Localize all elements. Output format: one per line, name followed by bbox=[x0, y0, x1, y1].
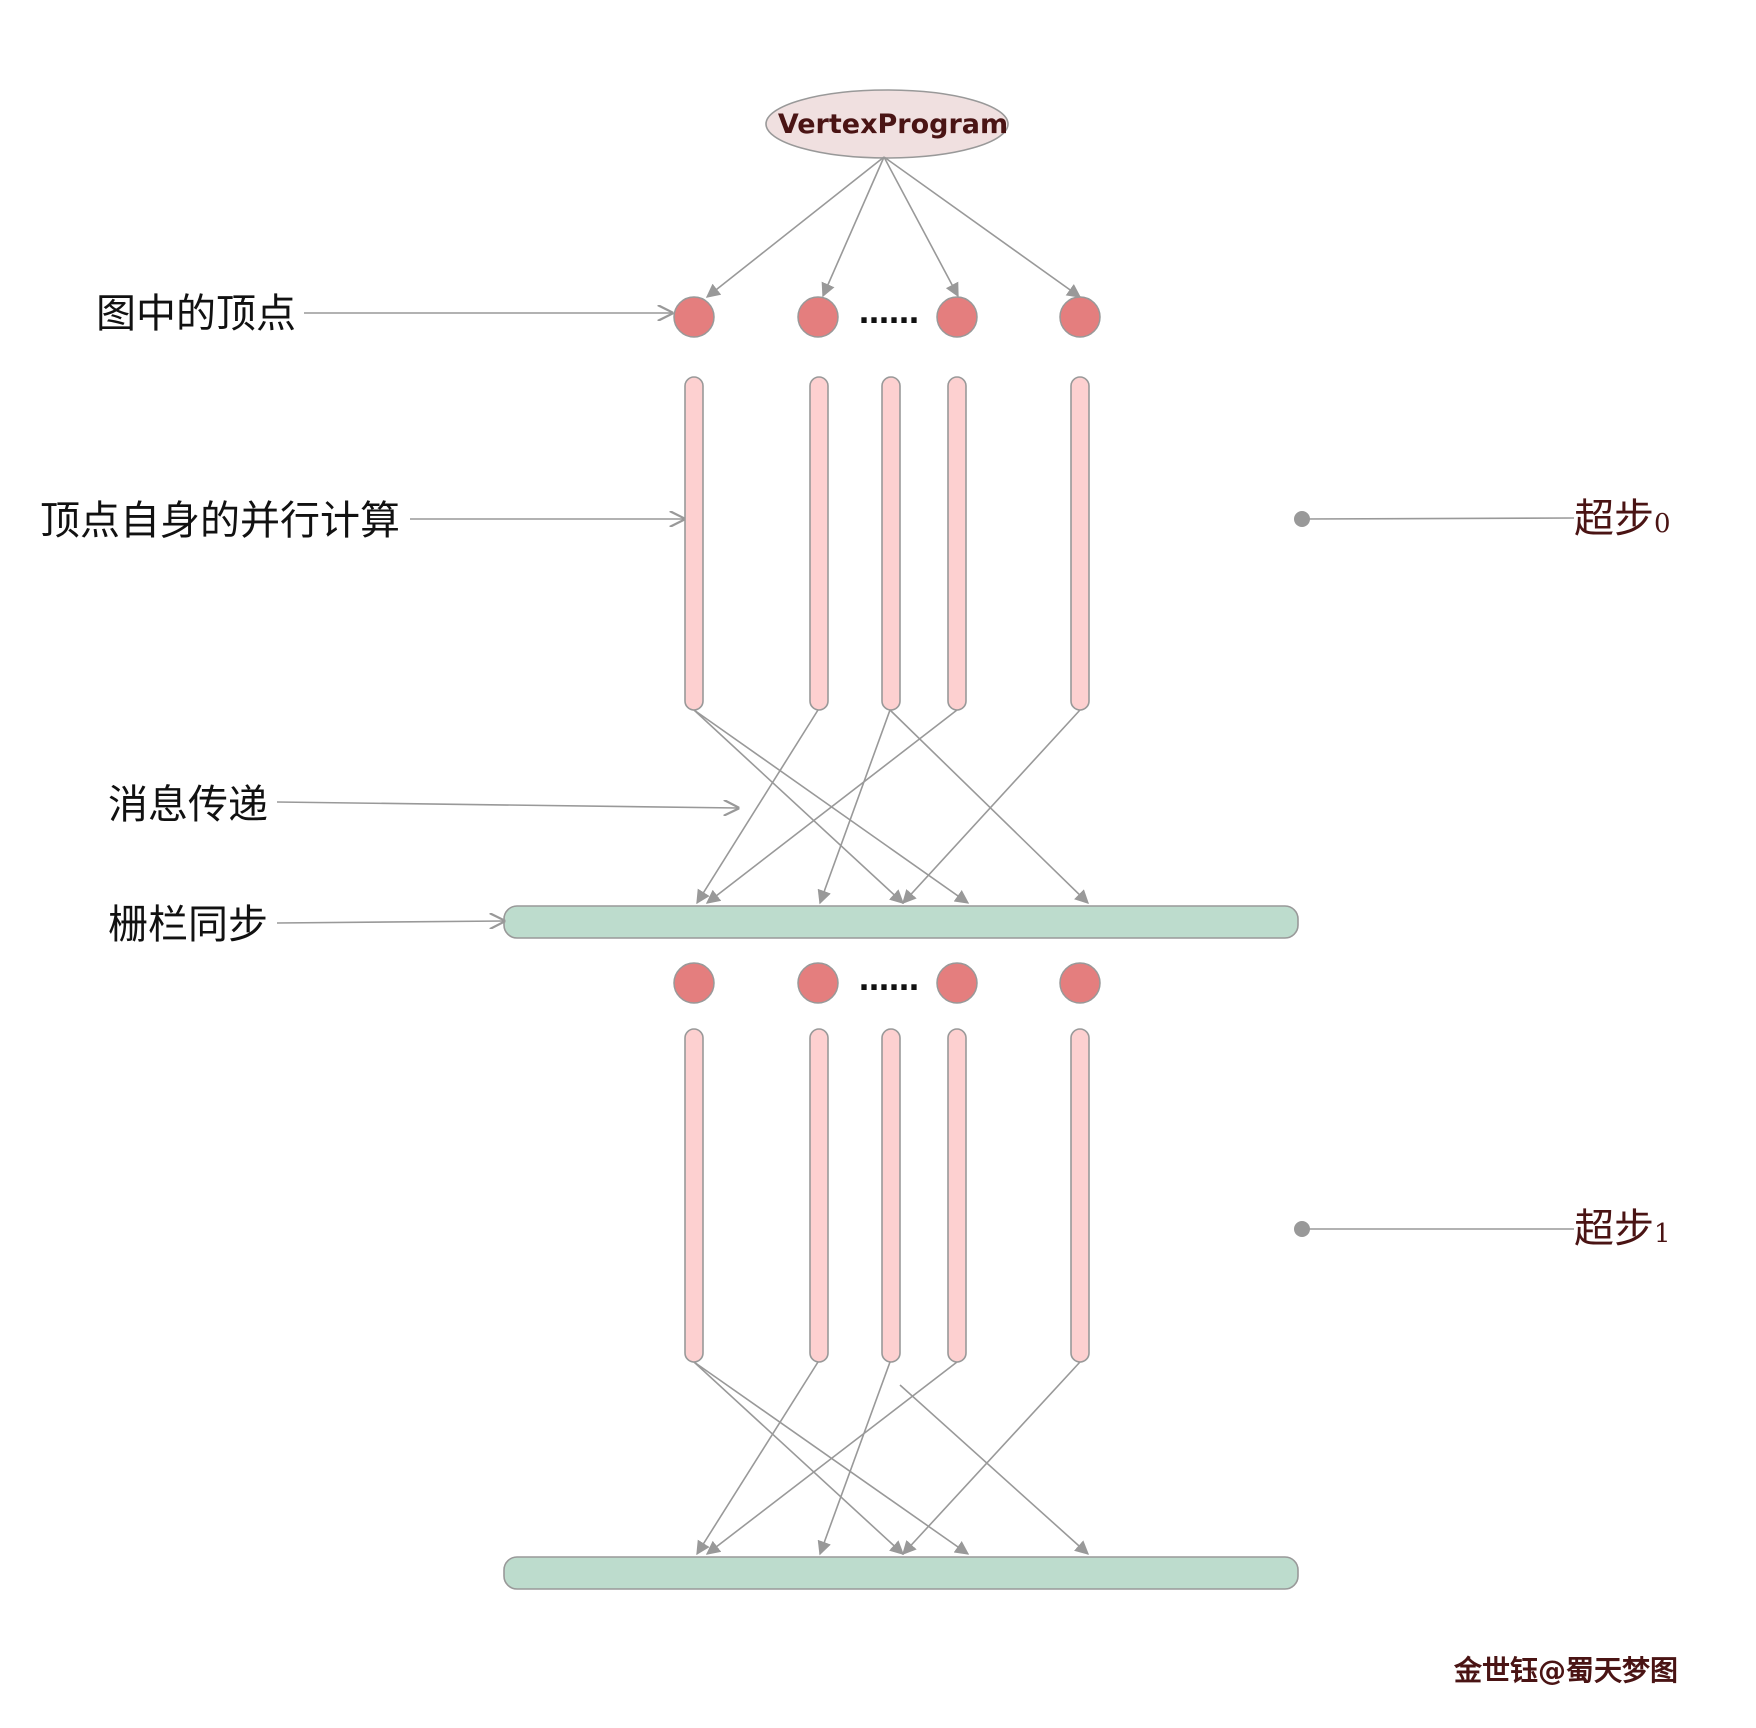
vertex-node bbox=[1059, 962, 1101, 1004]
vertex-node bbox=[797, 962, 839, 1004]
message-arrow bbox=[693, 709, 905, 904]
program-arrow bbox=[821, 156, 885, 298]
barrier-bar bbox=[503, 1556, 1299, 1590]
message-arrow bbox=[696, 709, 819, 905]
program-arrow bbox=[883, 156, 1082, 298]
superstep-0-label: 超步0 bbox=[1574, 496, 1671, 542]
vertex-program-node bbox=[765, 89, 1009, 159]
message-arrow bbox=[902, 709, 1081, 905]
label-message-passing: 消息传递 bbox=[108, 782, 268, 828]
vertex-ellipsis: …… bbox=[859, 963, 919, 998]
compute-bar bbox=[947, 1028, 967, 1363]
message-arrow bbox=[693, 1361, 905, 1555]
barrier-bar bbox=[503, 905, 1299, 939]
vertex-node bbox=[673, 962, 715, 1004]
message-arrow bbox=[817, 709, 891, 905]
message-arrow bbox=[705, 1361, 958, 1555]
program-arrow bbox=[705, 156, 885, 298]
compute-bar bbox=[684, 376, 704, 711]
compute-bar bbox=[881, 376, 901, 711]
compute-bar bbox=[809, 1028, 829, 1363]
message-arrow bbox=[902, 1361, 1081, 1556]
vertex-node bbox=[936, 962, 978, 1004]
message-arrow bbox=[696, 1361, 819, 1556]
compute-bar bbox=[809, 376, 829, 711]
annotation-arrow bbox=[276, 921, 504, 923]
message-arrow bbox=[899, 1384, 1090, 1555]
message-arrow bbox=[705, 709, 958, 904]
message-arrow bbox=[889, 709, 1090, 904]
compute-bar bbox=[947, 376, 967, 711]
vertex-node bbox=[936, 296, 978, 338]
superstep-1-label: 超步1 bbox=[1574, 1206, 1671, 1252]
label-vertices: 图中的顶点 bbox=[96, 291, 296, 337]
superstep-number: 0 bbox=[1654, 509, 1671, 539]
superstep-connector bbox=[1301, 517, 1575, 520]
program-arrow bbox=[883, 156, 959, 298]
superstep-word: 超步 bbox=[1574, 1206, 1654, 1252]
vertex-program-label: VertexProgram bbox=[778, 109, 1008, 140]
vertex-node bbox=[1059, 296, 1101, 338]
vertex-node bbox=[797, 296, 839, 338]
compute-bar bbox=[1070, 376, 1090, 711]
vertex-node bbox=[673, 296, 715, 338]
vertex-ellipsis: …… bbox=[859, 296, 919, 331]
superstep-word: 超步 bbox=[1574, 496, 1654, 542]
annotation-arrow bbox=[276, 802, 738, 808]
watermark: 金世钰@蜀天梦图 bbox=[1453, 1654, 1678, 1687]
message-arrow bbox=[817, 1361, 891, 1556]
label-parallel-compute: 顶点自身的并行计算 bbox=[40, 498, 400, 544]
compute-bar bbox=[881, 1028, 901, 1363]
label-barrier-sync: 栅栏同步 bbox=[108, 902, 268, 948]
compute-bar bbox=[1070, 1028, 1090, 1363]
superstep-number: 1 bbox=[1654, 1219, 1671, 1249]
compute-bar bbox=[684, 1028, 704, 1363]
